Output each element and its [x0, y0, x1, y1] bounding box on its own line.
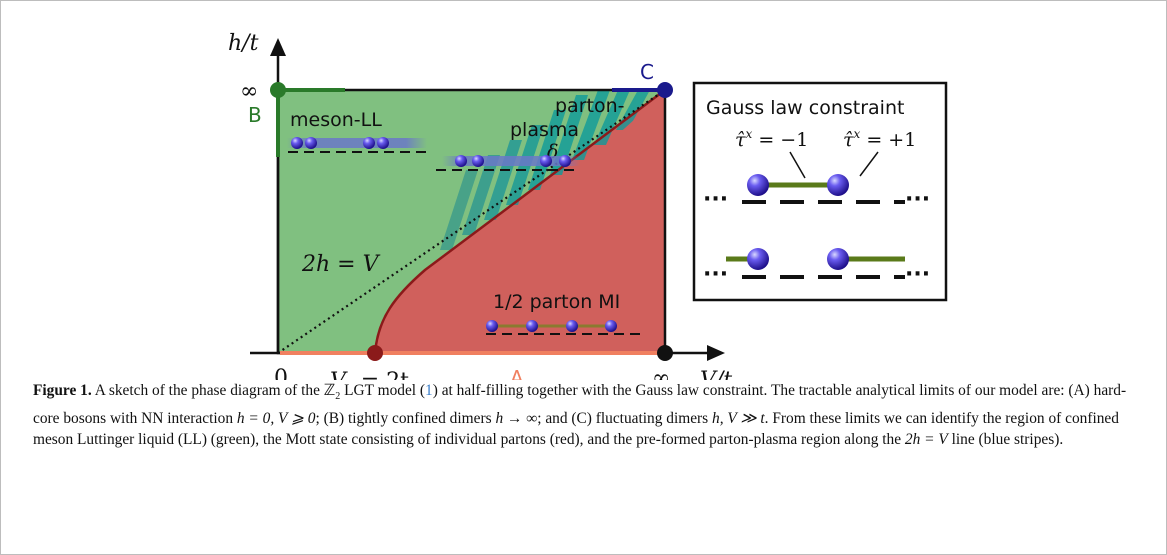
mott-region [375, 90, 665, 353]
caption-text-7: line (blue stripes). [947, 431, 1064, 449]
caption-text-2: LGT model ( [340, 382, 426, 399]
delta-label: δ [547, 141, 558, 163]
caption-text-3: ) at half-filling together with the Gaus… [33, 382, 1127, 427]
vc-label: Vc = 2t [330, 369, 409, 380]
inset-title: Gauss law constraint [706, 97, 904, 119]
mott-chain [486, 320, 640, 335]
phase-diagram: h/t V/t 0 ∞ ∞ B C A Vc = 2t meson-LL par… [228, 31, 948, 380]
x-axis-arrow [707, 345, 725, 361]
parton-plasma-label-2: plasma [510, 119, 579, 141]
point-b [270, 82, 286, 98]
caption-text-4: ; (B) tightly confined dimers [315, 409, 496, 427]
meson-chain [287, 137, 428, 153]
caption-math-d: 2h = V [904, 431, 948, 449]
line-2h-eq-v [277, 89, 666, 354]
caption-math-c: h, V ≫ t [712, 409, 765, 427]
caption-math-b: h → ∞ [495, 409, 538, 427]
x-infinity-label: ∞ [652, 366, 670, 380]
caption-z2-sub: 2 [335, 391, 341, 403]
caption-math-a: h = 0, V ⩾ 0 [236, 409, 316, 427]
meson-ll-label: meson-LL [290, 109, 382, 131]
point-infinity [657, 345, 673, 361]
inset-dots-1: ··· [703, 187, 728, 212]
line-2h-eq-v-label: 2h = V [301, 252, 381, 277]
caption-equation-ref[interactable]: 1 [425, 382, 433, 399]
b-label: B [248, 103, 262, 127]
figure-caption: Figure 1. A sketch of the phase diagram … [33, 380, 1143, 451]
parton-plasma-label-1: parton- [555, 95, 625, 117]
phase-boundary [373, 89, 666, 354]
inset-dots-4: ··· [905, 262, 930, 287]
caption-z2: ℤ [323, 382, 336, 399]
x-axis-label: V/t [700, 368, 732, 380]
caption-text-5: ; and (C) fluctuating dimers [537, 409, 713, 427]
tau-right-label: τ̂x = +1 [843, 127, 916, 151]
c-label: C [640, 60, 654, 84]
inset-dots-3: ··· [703, 262, 728, 287]
y-infinity-label: ∞ [240, 79, 258, 104]
a-label: A [510, 366, 524, 380]
y-axis-label: h/t [228, 31, 259, 56]
caption-text-1: A sketch of the phase diagram of the [91, 382, 324, 399]
y-axis-arrow [270, 38, 286, 56]
point-c [657, 82, 673, 98]
plasma-chain [436, 155, 580, 171]
origin-label: 0 [274, 366, 288, 380]
caption-text-6: . From these limits we can identify the … [33, 409, 1119, 449]
caption-label: Figure 1. [33, 382, 92, 399]
point-vc [367, 345, 383, 361]
tau-left-label: τ̂x = −1 [735, 127, 808, 151]
gauss-law-inset: Gauss law constraint τ̂x = −1 τ̂x = +1 ·… [692, 81, 948, 302]
mott-label: 1/2 parton MI [493, 291, 620, 313]
inset-dots-2: ··· [905, 187, 930, 212]
